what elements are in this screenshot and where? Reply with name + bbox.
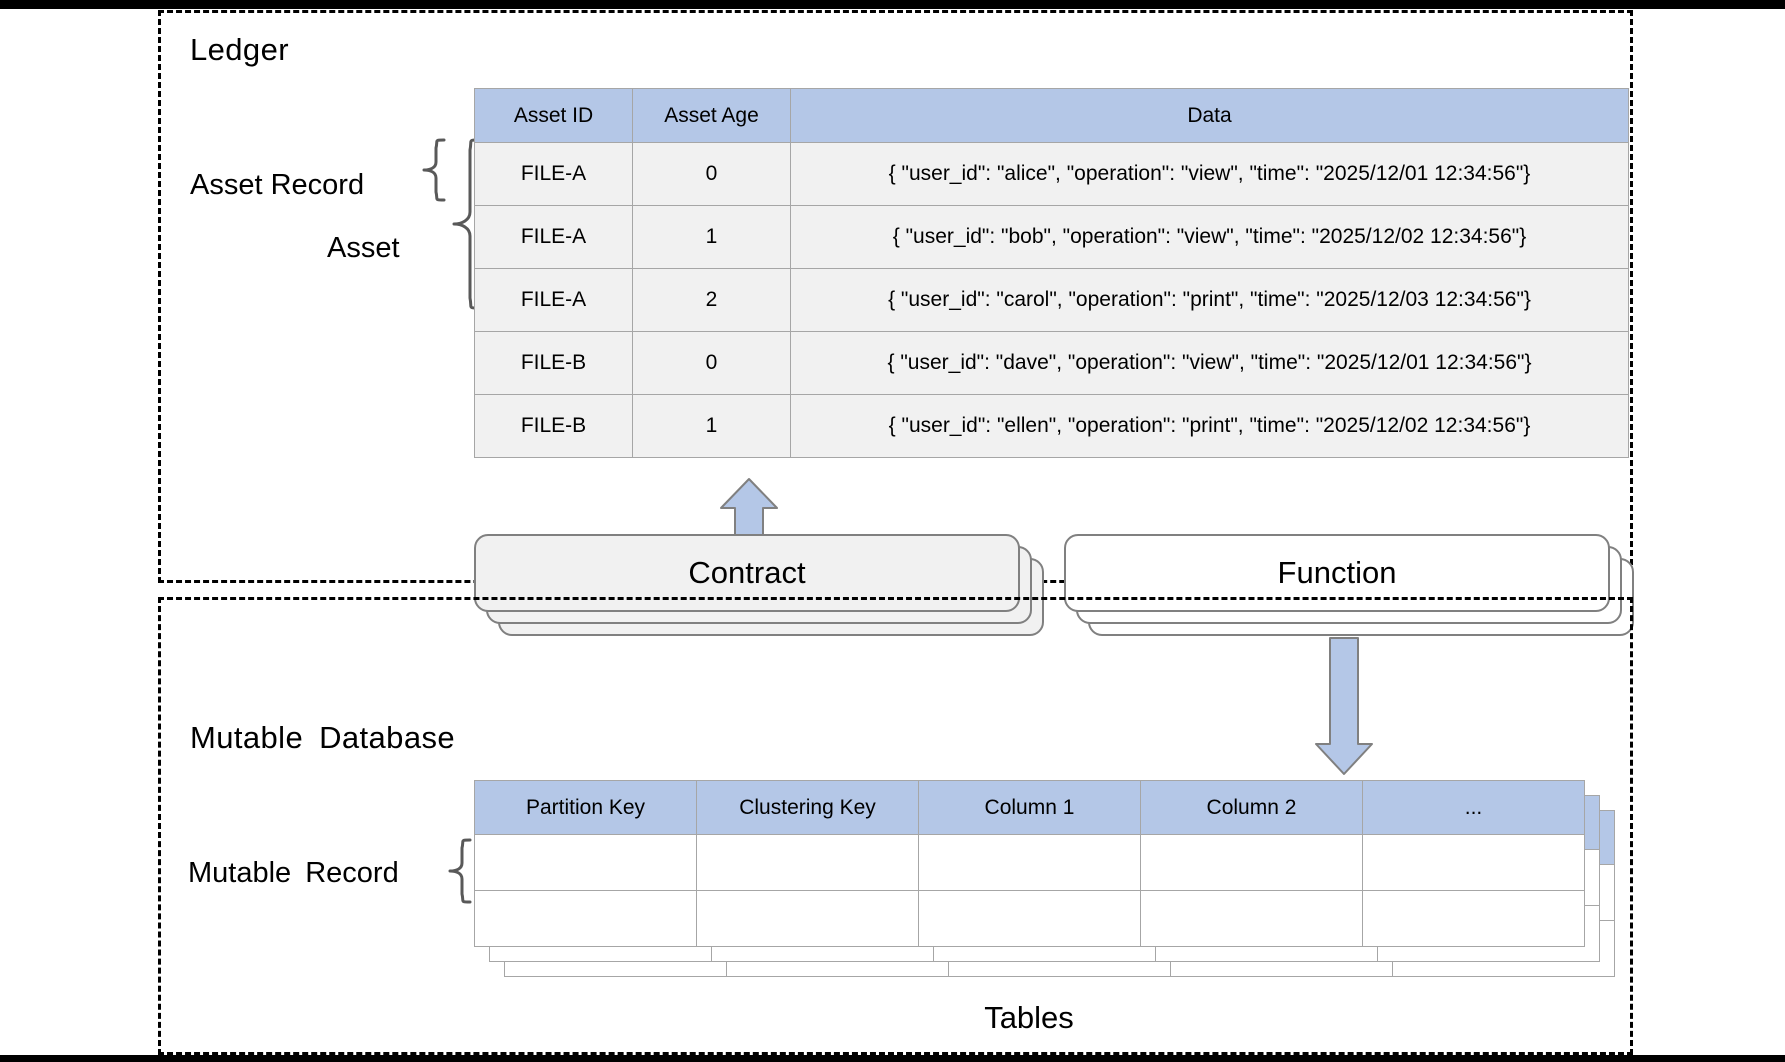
- cell-asset-age: 1: [632, 205, 791, 269]
- cell-ellipsis: [1362, 834, 1585, 891]
- ledger-table: Asset ID Asset Age Data FILE-A 0 { "user…: [474, 88, 1629, 458]
- cell-asset-id: FILE-B: [474, 394, 633, 458]
- cell-clustering-key: [696, 890, 919, 947]
- table-row: FILE-B 1 { "user_id": "ellen", "operatio…: [474, 394, 1629, 458]
- mutable-table-header-row: Partition Key Clustering Key Column 1 Co…: [474, 780, 1585, 835]
- top-black-bar: [0, 0, 1785, 9]
- cell-clustering-key: [696, 834, 919, 891]
- mutable-header-column-2: Column 2: [1140, 780, 1363, 835]
- mutable-database-panel: [158, 597, 1633, 1055]
- mutable-record-label: Mutable Record: [188, 857, 399, 889]
- mutable-header-partition-key: Partition Key: [474, 780, 697, 835]
- mutable-header-column-1: Column 1: [918, 780, 1141, 835]
- cell-asset-age: 0: [632, 142, 791, 206]
- table-row: FILE-B 0 { "user_id": "dave", "operation…: [474, 331, 1629, 395]
- mutable-header-clustering-key: Clustering Key: [696, 780, 919, 835]
- mutable-database-panel-title: Mutable Database: [190, 720, 456, 755]
- cell-partition-key: [474, 890, 697, 947]
- cell-asset-id: FILE-A: [474, 268, 633, 332]
- ledger-header-asset-id: Asset ID: [474, 88, 633, 143]
- table-row: FILE-A 2 { "user_id": "carol", "operatio…: [474, 268, 1629, 332]
- function-label: Function: [1277, 555, 1397, 590]
- cell-column-2: [1140, 890, 1363, 947]
- mutable-header-ellipsis: ...: [1362, 780, 1585, 835]
- brace-mutable-record-icon: [448, 838, 472, 904]
- cell-asset-age: 2: [632, 268, 791, 332]
- contract-label: Contract: [688, 555, 806, 590]
- arrow-up-icon: [720, 478, 778, 536]
- cell-column-2: [1140, 834, 1363, 891]
- ledger-panel-title: Ledger: [190, 32, 289, 67]
- mutable-table-stack: Partition Key Clustering Key Column 1 Co…: [474, 780, 1615, 980]
- cell-data: { "user_id": "bob", "operation": "view",…: [790, 205, 1629, 269]
- tables-caption: Tables: [984, 1000, 1074, 1035]
- asset-label: Asset: [327, 232, 400, 264]
- table-row: [474, 890, 1585, 947]
- table-row: FILE-A 0 { "user_id": "alice", "operatio…: [474, 142, 1629, 206]
- table-row: FILE-A 1 { "user_id": "bob", "operation"…: [474, 205, 1629, 269]
- asset-record-label: Asset Record: [190, 169, 365, 201]
- cell-ellipsis: [1362, 890, 1585, 947]
- brace-asset-icon: [452, 138, 480, 310]
- brace-asset-record-icon: [422, 138, 446, 202]
- cell-data: { "user_id": "carol", "operation": "prin…: [790, 268, 1629, 332]
- cell-column-1: [918, 834, 1141, 891]
- cell-data: { "user_id": "alice", "operation": "view…: [790, 142, 1629, 206]
- table-row: [474, 834, 1585, 891]
- cell-asset-age: 1: [632, 394, 791, 458]
- cell-asset-id: FILE-A: [474, 142, 633, 206]
- cell-asset-age: 0: [632, 331, 791, 395]
- cell-asset-id: FILE-B: [474, 331, 633, 395]
- bottom-black-bar: [0, 1055, 1785, 1062]
- cell-data: { "user_id": "ellen", "operation": "prin…: [790, 394, 1629, 458]
- ledger-header-data: Data: [790, 88, 1629, 143]
- cell-data: { "user_id": "dave", "operation": "view"…: [790, 331, 1629, 395]
- arrow-down-icon: [1315, 637, 1373, 775]
- cell-partition-key: [474, 834, 697, 891]
- ledger-header-asset-age: Asset Age: [632, 88, 791, 143]
- cell-column-1: [918, 890, 1141, 947]
- ledger-table-header-row: Asset ID Asset Age Data: [474, 88, 1629, 143]
- cell-asset-id: FILE-A: [474, 205, 633, 269]
- mutable-table: Partition Key Clustering Key Column 1 Co…: [474, 780, 1585, 947]
